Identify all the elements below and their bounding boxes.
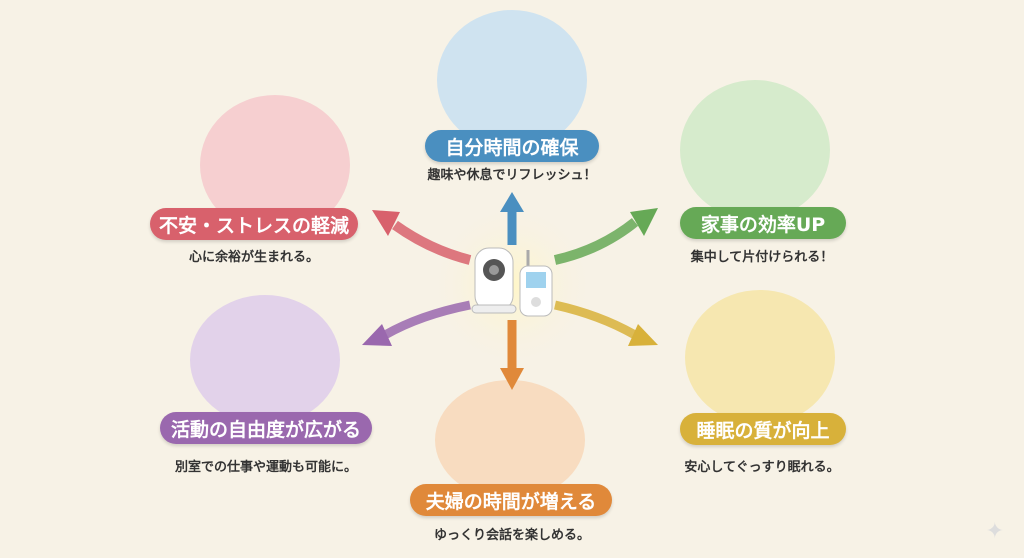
benefit-title-activity: 活動の自由度が広がる (160, 412, 372, 444)
benefit-title-couple: 夫婦の時間が増える (410, 484, 612, 516)
benefit-subtitle-stress: 心に余裕が生まれる。 (188, 250, 319, 265)
benefit-subtitle-activity: 別室での仕事や運動も可能に。 (174, 460, 357, 475)
scene-activity (190, 295, 340, 425)
benefit-subtitle-couple: ゆっくり会話を楽しめる。 (433, 528, 590, 543)
benefit-title-me-time: 自分時間の確保 (425, 130, 599, 162)
benefit-title-housework: 家事の効率UP (680, 207, 846, 239)
benefit-title-sleep: 睡眠の質が向上 (680, 413, 846, 445)
arrow-down-right (554, 300, 638, 339)
scene-couple (435, 380, 585, 500)
scene-housework (680, 80, 830, 220)
arrow-up-left (392, 220, 472, 265)
scene-sleep (685, 290, 835, 425)
benefit-title-stress: 不安・ストレスの軽減 (150, 208, 358, 240)
sparkle-icon: ✦ (985, 519, 1004, 544)
benefit-subtitle-housework: 集中して片付けられる！ (690, 250, 834, 265)
baby-monitor-icon (471, 247, 553, 317)
benefit-subtitle-me-time: 趣味や休息でリフレッシュ！ (427, 168, 597, 183)
scene-me-time (437, 10, 587, 150)
arrow-down-left (382, 300, 471, 339)
arrow-up-right (553, 218, 639, 265)
benefit-subtitle-sleep: 安心してぐっすり眠れる。 (684, 460, 840, 475)
